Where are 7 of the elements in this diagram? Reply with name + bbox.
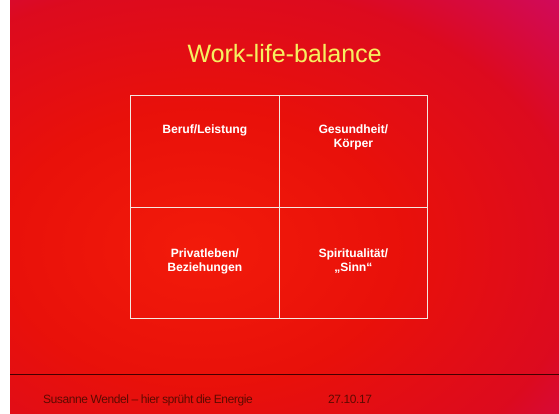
- slide-title: Work-life-balance: [186, 40, 383, 69]
- cell-text: Spiritualität/ „Sinn“: [318, 246, 389, 274]
- cell-text: Gesundheit/ Körper: [318, 122, 389, 150]
- footer-text: Susanne Wendel – hier sprüht die Energie: [43, 392, 252, 406]
- cell-text: Privatleben/ Beziehungen: [166, 246, 244, 274]
- footer-text: 27.10.17: [328, 392, 372, 406]
- cell-text: Beruf/Leistung: [161, 122, 248, 136]
